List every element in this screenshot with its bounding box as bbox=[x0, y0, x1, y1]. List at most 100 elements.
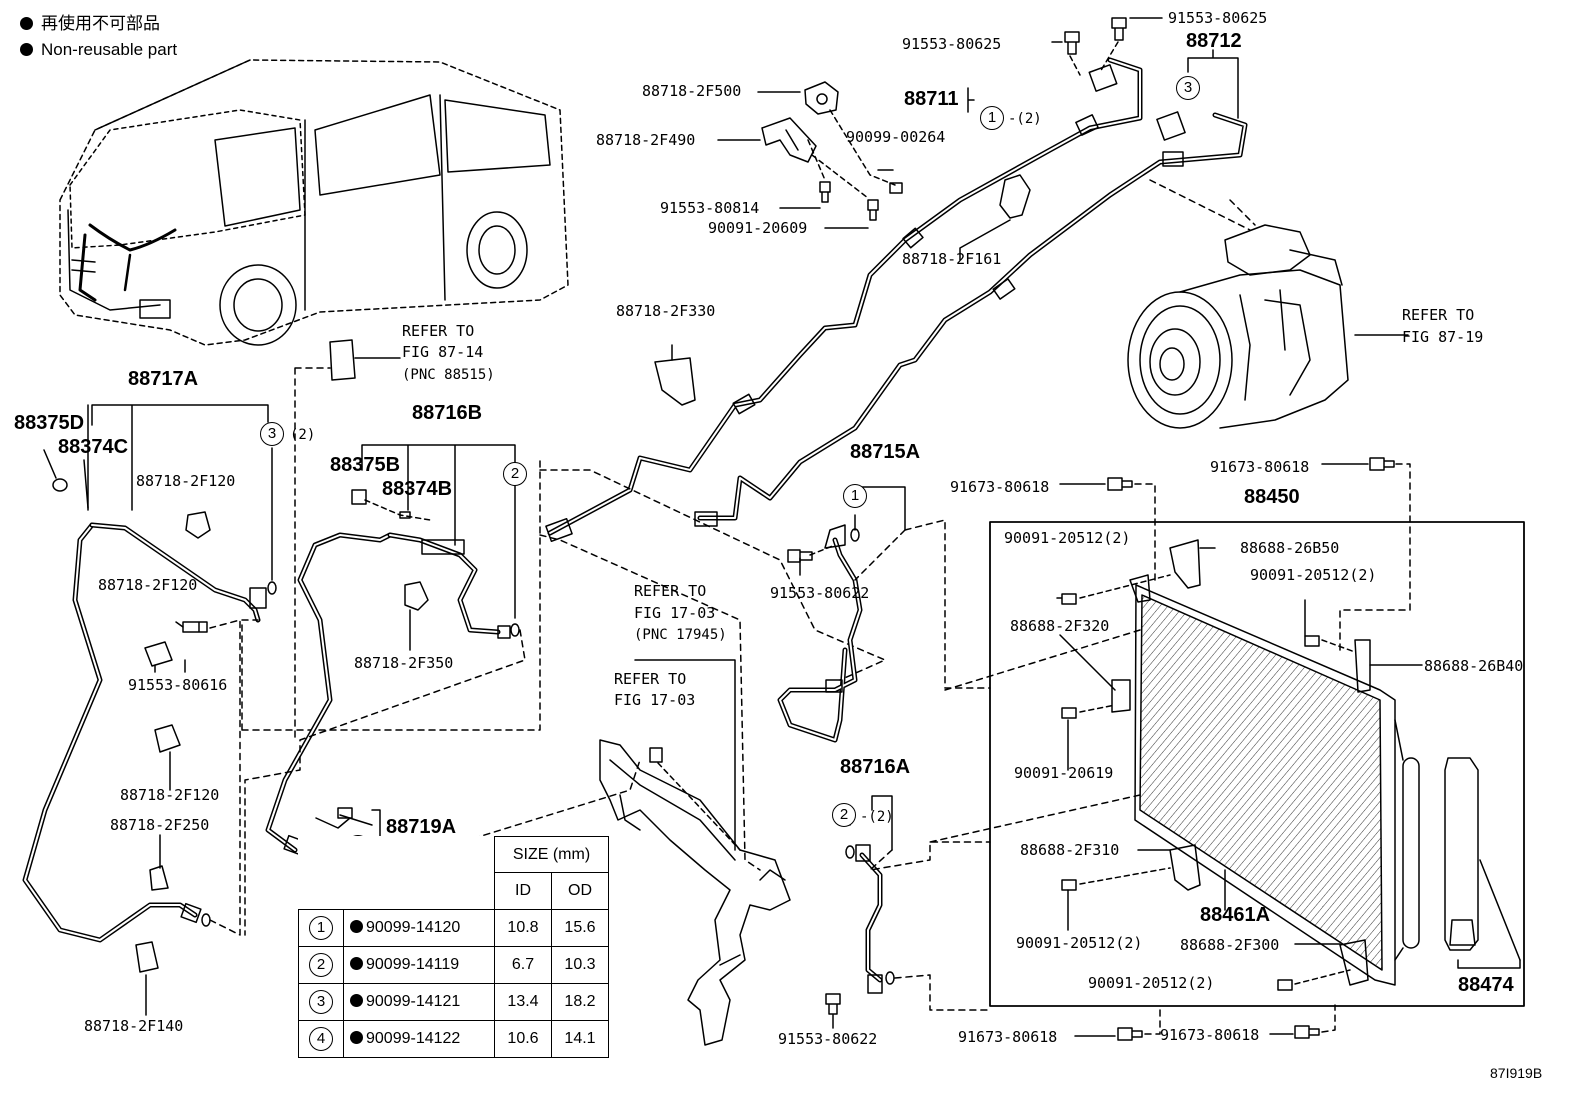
qty-label: -(2) bbox=[860, 809, 894, 825]
id-value: 13.4 bbox=[494, 982, 552, 1021]
qty-label: -(2) bbox=[1008, 111, 1042, 127]
part-label: 88688-26B50 bbox=[1240, 539, 1340, 557]
liquid-line-88716A bbox=[825, 795, 991, 1015]
part-label: 88374B bbox=[382, 478, 453, 500]
compressor bbox=[1127, 179, 1409, 429]
part-label: 91553-80625 bbox=[902, 35, 1002, 53]
part-label: 90091-20512(2) bbox=[1004, 529, 1131, 547]
refer-label: REFER TO bbox=[1402, 306, 1475, 324]
bullet-icon bbox=[20, 17, 33, 30]
bullet-icon bbox=[20, 43, 33, 56]
part-label: 91673-80618 bbox=[1160, 1026, 1260, 1044]
bullet-icon bbox=[350, 956, 363, 970]
bolts-91673 bbox=[1059, 457, 1411, 1041]
circle-ref-3: 3 bbox=[1176, 76, 1200, 100]
id-value: 10.8 bbox=[494, 908, 552, 947]
od-header: OD bbox=[551, 872, 609, 910]
refer-label: FIG 17-03 bbox=[634, 604, 716, 622]
bullet-icon bbox=[350, 919, 363, 933]
part-label: 91673-80618 bbox=[1210, 458, 1310, 476]
refer-label: REFER TO bbox=[402, 322, 475, 340]
table-row: 1 90099-14120 10.8 15.6 bbox=[298, 908, 609, 947]
part-label: 88716A bbox=[840, 756, 911, 778]
refer-label: REFER TO bbox=[614, 670, 687, 688]
part-label: 90091-20512(2) bbox=[1250, 566, 1377, 584]
part-label: 91553-80622 bbox=[778, 1030, 878, 1048]
part-label: 88712 bbox=[1186, 30, 1242, 52]
part-label: 90091-20619 bbox=[1014, 764, 1114, 782]
part-label: 88718-2F500 bbox=[642, 82, 742, 100]
part-label: 88688-26B40 bbox=[1424, 657, 1524, 675]
part-label: 91553-80622 bbox=[770, 584, 870, 602]
part-label: 88688-2F300 bbox=[1180, 936, 1280, 954]
part-label: 88718-2F140 bbox=[84, 1017, 184, 1035]
table-row: 4 90099-14122 10.6 14.1 bbox=[298, 1019, 609, 1058]
row-number: 3 bbox=[309, 989, 333, 1014]
part-label: 91673-80618 bbox=[950, 478, 1050, 496]
bracket-17-03 bbox=[599, 659, 791, 1046]
circle-ref-1: 1 bbox=[843, 484, 867, 508]
size-header: SIZE (mm) bbox=[494, 836, 609, 873]
clamp-group bbox=[717, 81, 903, 229]
part-label: 88474 bbox=[1458, 974, 1514, 996]
od-value: 18.2 bbox=[551, 982, 609, 1021]
od-value: 14.1 bbox=[551, 1019, 609, 1058]
part-label: 90091-20512(2) bbox=[1088, 974, 1215, 992]
part-label: 88718-2F250 bbox=[110, 816, 210, 834]
part-number: 90099-14120 bbox=[366, 918, 461, 936]
part-label: 88718-2F350 bbox=[354, 654, 454, 672]
refer-label: REFER TO bbox=[634, 582, 707, 600]
van-illustration bbox=[59, 59, 569, 346]
id-value: 6.7 bbox=[494, 945, 552, 984]
part-label: 90099-00264 bbox=[846, 128, 946, 146]
part-label: 88711 bbox=[904, 88, 959, 110]
figure-id: 87I919B bbox=[1490, 1065, 1543, 1081]
row-number: 1 bbox=[309, 915, 333, 940]
liquid-line-88717A bbox=[22, 404, 541, 1016]
part-label: 88718-2F161 bbox=[902, 250, 1002, 268]
part-label: 88688-2F320 bbox=[1010, 617, 1110, 635]
part-label: 88688-2F310 bbox=[1020, 841, 1120, 859]
row-number: 2 bbox=[309, 952, 333, 977]
qty-label: (2) bbox=[290, 427, 316, 443]
refer-label: FIG 87-19 bbox=[1402, 328, 1484, 346]
part-label: 88375B bbox=[330, 454, 401, 476]
od-value: 15.6 bbox=[551, 908, 609, 947]
legend-text-en: Non-reusable part bbox=[41, 40, 178, 59]
part-label: 88717A bbox=[128, 368, 199, 390]
oring-size-table: SIZE (mm) ID OD 1 90099-14120 10.8 15.6 … bbox=[298, 836, 609, 1058]
circle-ref-3: 3 bbox=[260, 422, 284, 446]
part-label: 88375D bbox=[14, 412, 85, 434]
legend-line-japanese: 再使用不可部品 bbox=[20, 14, 160, 34]
refer-label: (PNC 88515) bbox=[402, 367, 495, 383]
id-value: 10.6 bbox=[494, 1019, 552, 1058]
row-number: 4 bbox=[309, 1026, 333, 1051]
part-label: 88718-2F120 bbox=[136, 472, 236, 490]
circle-ref-2: 2 bbox=[832, 803, 856, 827]
part-label: 88716B bbox=[412, 402, 483, 424]
refer-label: FIG 17-03 bbox=[614, 691, 696, 709]
part-label: 91673-80618 bbox=[958, 1028, 1058, 1046]
part-label: 88718-2F490 bbox=[596, 131, 696, 149]
part-label: 88718-2F330 bbox=[616, 302, 716, 320]
part-number: 90099-14122 bbox=[366, 1029, 461, 1047]
id-header: ID bbox=[494, 872, 552, 910]
part-label: 88718-2F120 bbox=[98, 576, 198, 594]
part-label: 88719A bbox=[386, 816, 457, 838]
part-label: 91553-80616 bbox=[128, 676, 228, 694]
part-label: 90091-20512(2) bbox=[1016, 934, 1143, 952]
legend-line-english: Non-reusable part bbox=[20, 40, 177, 60]
circle-ref-2: 2 bbox=[503, 462, 527, 486]
bullet-icon bbox=[350, 1030, 363, 1044]
top-bolts bbox=[1051, 17, 1163, 76]
table-row: 3 90099-14121 13.4 18.2 bbox=[298, 982, 609, 1021]
suction-discharge-lines bbox=[545, 57, 1248, 543]
refer-label: FIG 87-14 bbox=[402, 343, 484, 361]
condenser-88450 bbox=[929, 521, 1525, 1007]
part-label: 91553-80625 bbox=[1168, 9, 1268, 27]
part-label: 88715A bbox=[850, 441, 921, 463]
bullet-icon bbox=[350, 993, 363, 1007]
part-label: 88450 bbox=[1244, 486, 1300, 508]
circle-ref-1: 1 bbox=[980, 106, 1004, 130]
